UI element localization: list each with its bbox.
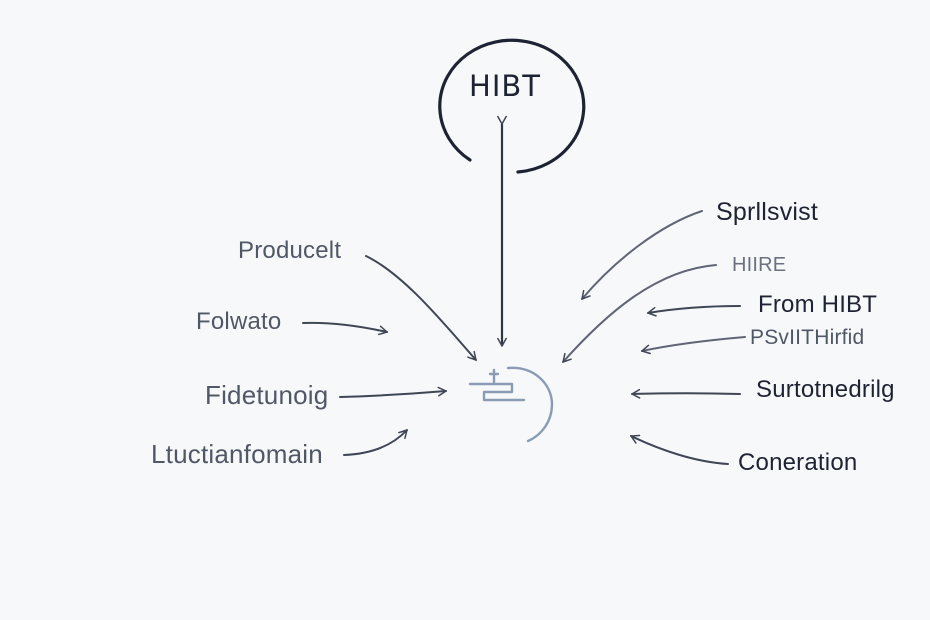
- arrow-producelt: [365, 255, 477, 361]
- label-hiire: HIIRE: [732, 254, 787, 276]
- arrow-surtotnedrilg: [631, 388, 741, 399]
- hub-title: HIBT: [469, 69, 541, 103]
- label-fidetunoig: Fidetunoig: [205, 380, 329, 410]
- arrow-fidetunoig: [339, 386, 447, 398]
- label-surtotnedrilg: Surtotnedrilg: [756, 376, 895, 403]
- arrow-folwato: [302, 321, 388, 336]
- arrow-hiire: [562, 264, 717, 363]
- label-folwato: Folwato: [196, 308, 282, 335]
- label-sprllsvist: Sprllsvist: [716, 198, 819, 226]
- label-coneration: Coneration: [738, 449, 858, 476]
- arrow-sprllsvist: [581, 210, 703, 300]
- arrow-coneration: [630, 434, 729, 465]
- label-ltuctianfomain: Ltuctianfomain: [151, 439, 323, 469]
- link-icon: [468, 366, 554, 443]
- label-producelt: Producelt: [238, 237, 342, 264]
- arrow-psviithirfid: [641, 336, 746, 355]
- label-psviithirfid: PSvIITHirfid: [750, 326, 865, 349]
- label-from-hibt: From HIBT: [758, 291, 878, 318]
- hub-circle: [438, 38, 586, 174]
- arrow-ltuctianfomain: [343, 429, 408, 456]
- arrow-from-hibt: [647, 305, 741, 317]
